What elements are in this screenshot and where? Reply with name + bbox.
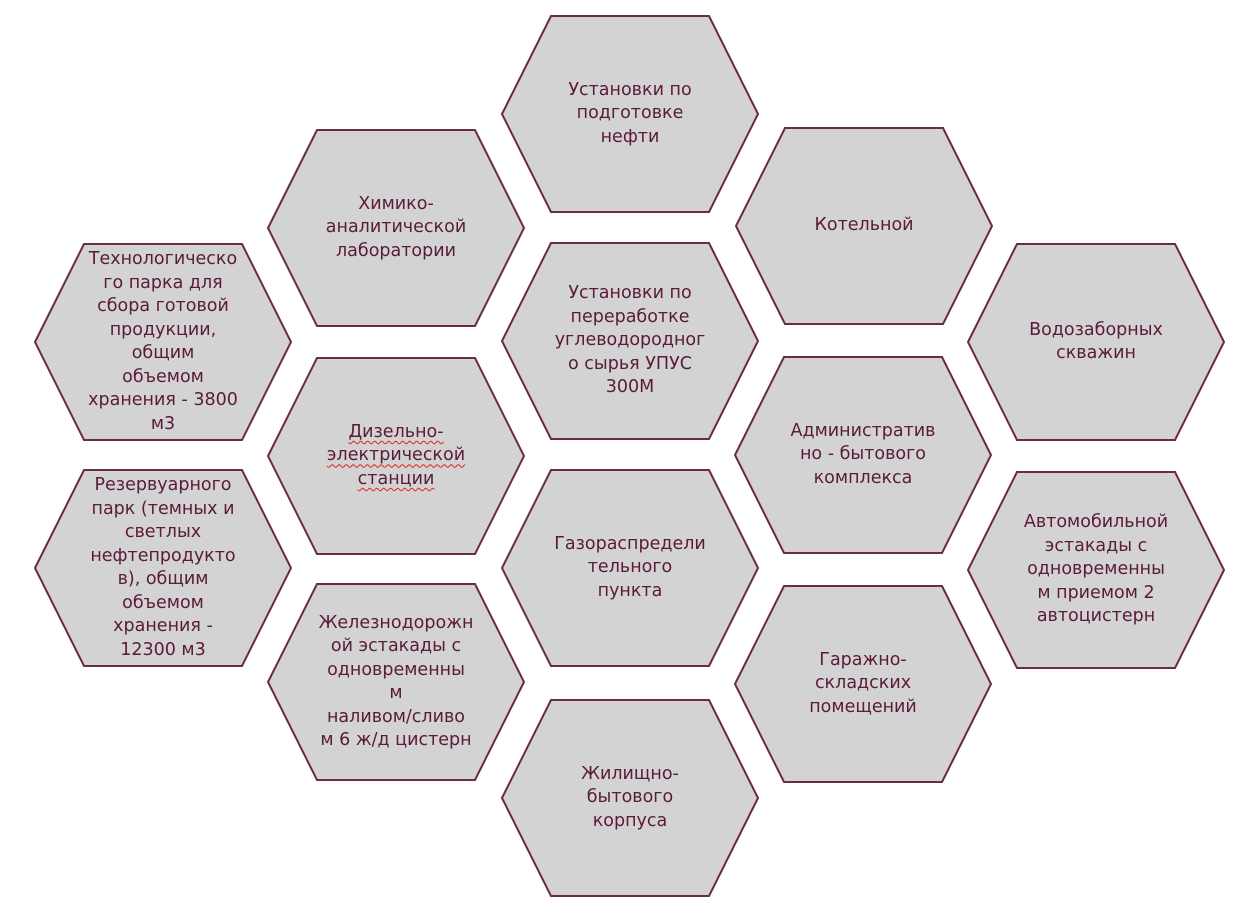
hexagon-label: Дизельно- электрической станции [311, 361, 481, 551]
hexagon-living-block: Жилищно- бытового корпуса [500, 699, 760, 897]
hexagon-outline [33, 469, 293, 667]
hexagon-text: Гаражно- складских помещений [809, 649, 917, 717]
hexagon-label: Жилищно- бытового корпуса [545, 703, 715, 893]
hexagon-text: Газораспредели тельного пункта [554, 533, 706, 601]
hexagon-label: Водозаборных скважин [1011, 247, 1181, 437]
hexagon-outline [500, 699, 760, 897]
hexagon-shape [500, 15, 760, 213]
hexagon-chem-lab: Химико- аналитической лаборатории [266, 129, 526, 327]
hexagon-oil-prep: Установки по подготовке нефти [500, 15, 760, 213]
hexagon-text: Установки по подготовке нефти [568, 79, 692, 147]
hexagon-label: Газораспредели тельного пункта [545, 473, 715, 663]
hexagon-outline [33, 243, 293, 441]
hexagon-shape [734, 127, 994, 325]
hexagon-text: Административ но - бытового комплекса [790, 420, 936, 488]
hexagon-shape [33, 469, 293, 667]
hexagon-outline [733, 585, 993, 783]
hexagon-text: Жилищно- бытового корпуса [581, 763, 679, 831]
hexagon-shape [733, 356, 993, 554]
hexagon-shape [966, 471, 1226, 669]
hexagon-label: Гаражно- складских помещений [778, 589, 948, 779]
hexagon-water-wells: Водозаборных скважин [966, 243, 1226, 441]
hexagon-reservoir-park: Резервуарного парк (темных и светлых неф… [33, 469, 293, 667]
hexagon-label: Железнодорожн ой эстакады с одновременны… [311, 587, 481, 777]
hexagon-text: Водозаборных скважин [1029, 319, 1163, 364]
hexagon-shape [266, 129, 526, 327]
hexagon-diesel-station: Дизельно- электрической станции [266, 357, 526, 555]
hexagon-garage-warehouse: Гаражно- складских помещений [733, 585, 993, 783]
hexagon-admin-complex: Административ но - бытового комплекса [733, 356, 993, 554]
hexagon-hydrocarbon-proc: Установки по переработке углеводородног … [500, 242, 760, 440]
hexagon-outline [734, 127, 994, 325]
hexagon-text: Дизельно- электрической станции [326, 421, 466, 489]
hexagon-boiler: Котельной [734, 127, 994, 325]
hexagon-text: Котельной [814, 215, 914, 236]
hexagon-text: Технологическо го парка для сбора готово… [88, 249, 238, 434]
hexagon-shape [966, 243, 1226, 441]
hexagon-label: Химико- аналитической лаборатории [311, 133, 481, 323]
hexagon-text: Установки по переработке углеводородног … [554, 283, 706, 398]
hexagon-outline [966, 243, 1226, 441]
hexagon-shape [33, 243, 293, 441]
hexagon-outline [266, 129, 526, 327]
hexagon-gas-distribution: Газораспредели тельного пункта [500, 469, 760, 667]
hexagon-label: Установки по подготовке нефти [545, 19, 715, 209]
hexagon-text: Железнодорожн ой эстакады с одновременны… [318, 612, 474, 751]
hexagon-label: Резервуарного парк (темных и светлых неф… [78, 473, 248, 663]
hexagon-text: Резервуарного парк (темных и светлых неф… [90, 475, 236, 660]
hexagon-outline [500, 242, 760, 440]
hexagon-label: Автомобильной эстакады с одновременны м … [1011, 475, 1181, 665]
hexagon-outline [500, 469, 760, 667]
hexagon-rail-rack: Железнодорожн ой эстакады с одновременны… [266, 583, 526, 781]
hexagon-shape [266, 583, 526, 781]
hexagon-shape [500, 242, 760, 440]
hexagon-shape [500, 469, 760, 667]
hexagon-label: Котельной [779, 131, 949, 321]
hexagon-label: Административ но - бытового комплекса [778, 360, 948, 550]
hexagon-shape [266, 357, 526, 555]
hexagon-outline [733, 356, 993, 554]
hexagon-shape [733, 585, 993, 783]
hexagon-tank-park: Технологическо го парка для сбора готово… [33, 243, 293, 441]
hexagon-outline [966, 471, 1226, 669]
hexagon-shape [500, 699, 760, 897]
hexagon-truck-rack: Автомобильной эстакады с одновременны м … [966, 471, 1226, 669]
hexagon-outline [266, 357, 526, 555]
hexagon-label: Установки по переработке углеводородног … [545, 246, 715, 436]
hexagon-text: Автомобильной эстакады с одновременны м … [1023, 512, 1169, 627]
hexagon-text: Химико- аналитической лаборатории [325, 193, 467, 261]
hexagon-label: Технологическо го парка для сбора готово… [78, 247, 248, 437]
hexagon-outline [500, 15, 760, 213]
hexagon-outline [266, 583, 526, 781]
